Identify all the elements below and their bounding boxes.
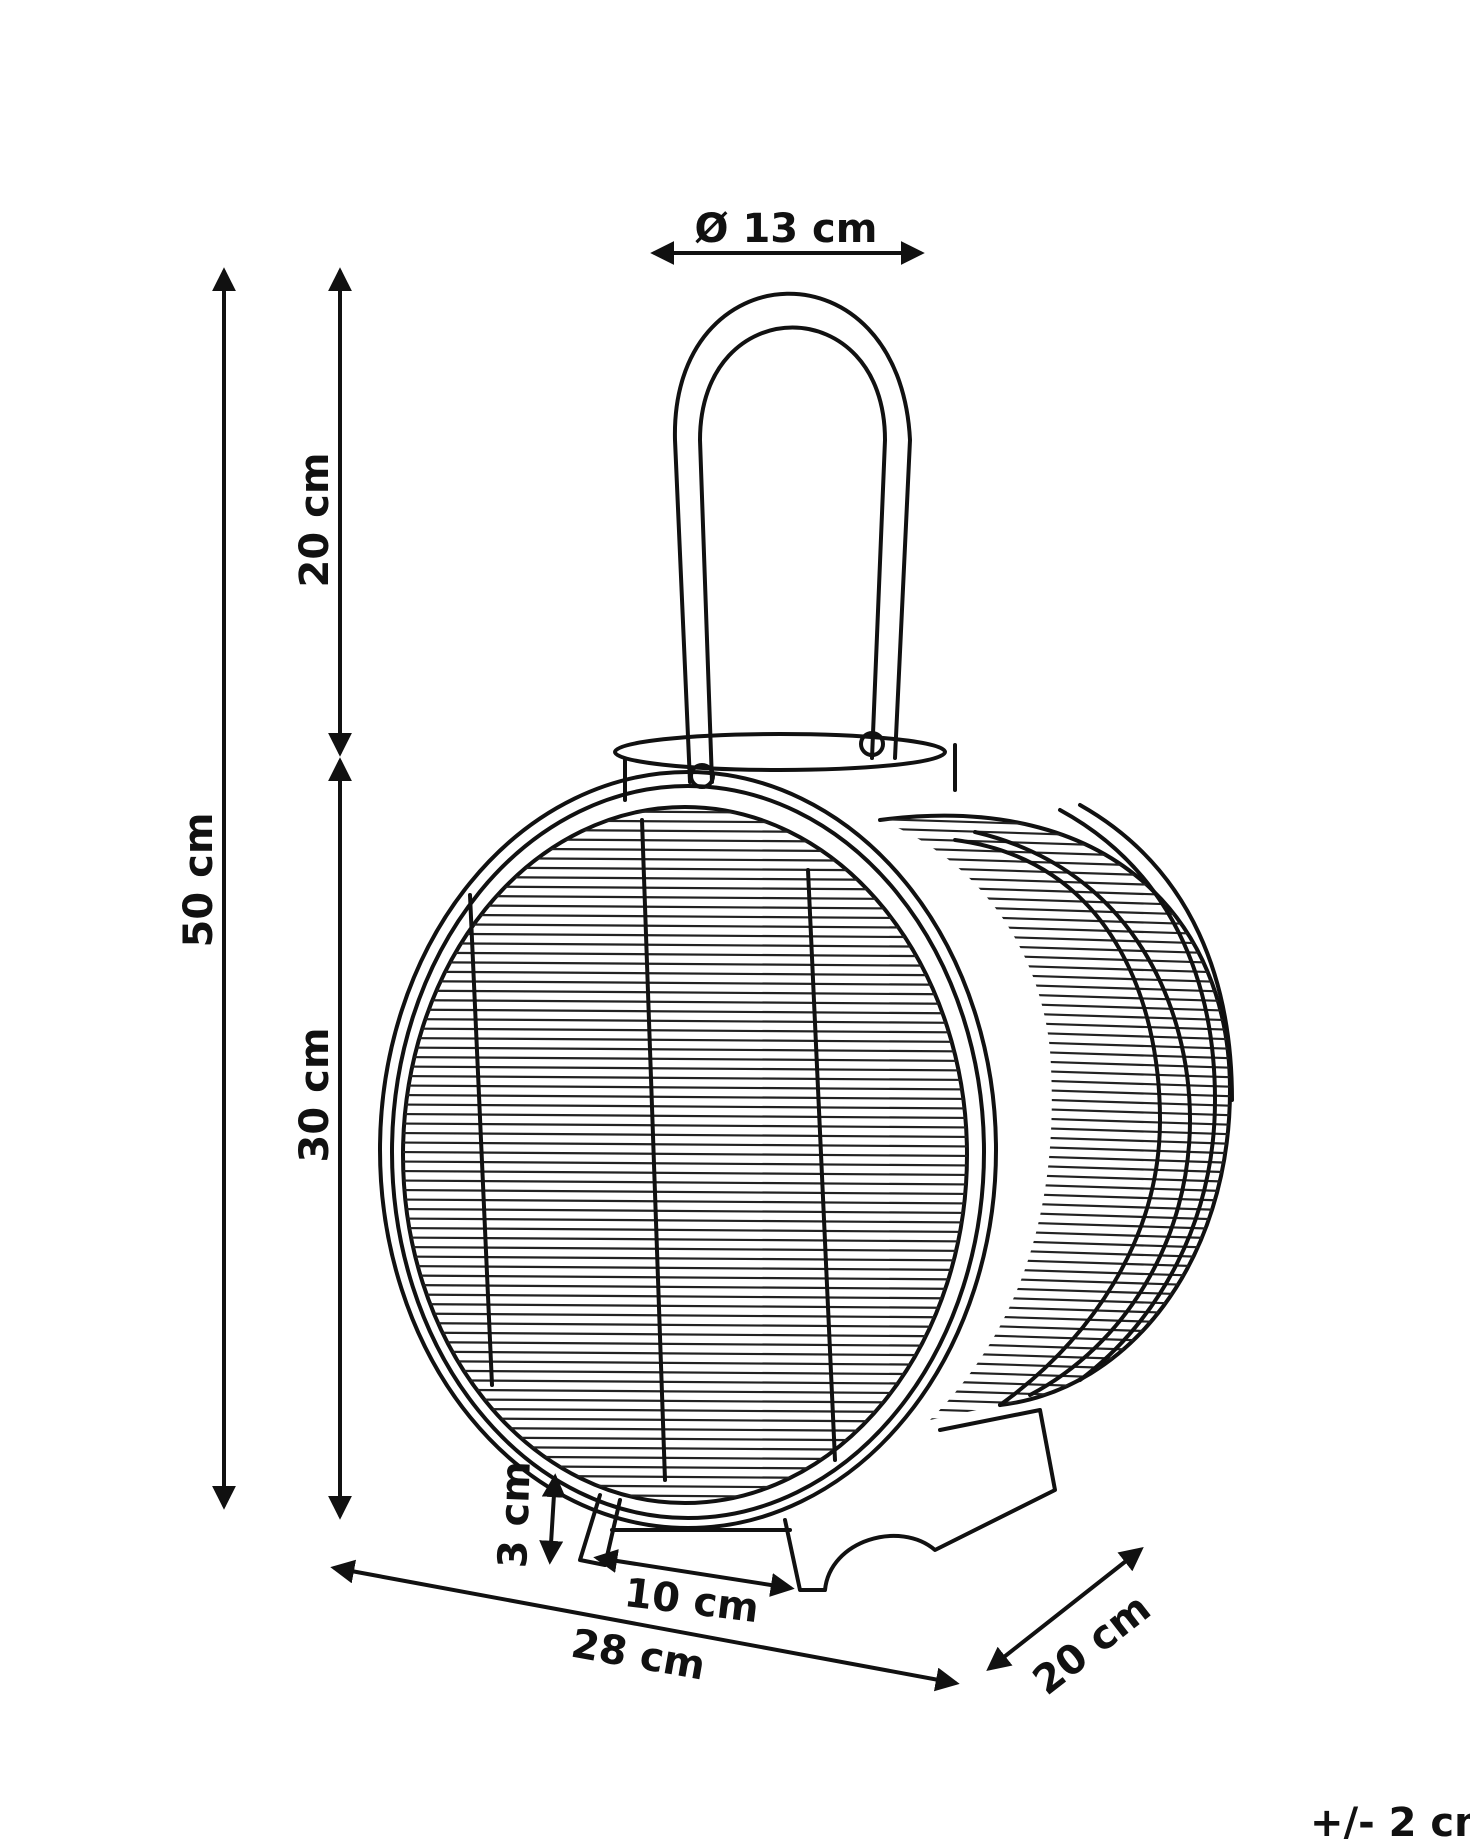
rattan-slat bbox=[403, 922, 967, 930]
rattan-slat bbox=[403, 1046, 967, 1053]
rattan-slat bbox=[403, 1350, 967, 1357]
rattan-slat bbox=[403, 1445, 967, 1452]
rattan-slat bbox=[403, 808, 967, 816]
rattan-slat bbox=[403, 903, 967, 911]
rattan-slat bbox=[403, 1207, 967, 1215]
rattan-slat bbox=[403, 894, 967, 901]
rattan-slat bbox=[403, 1036, 967, 1044]
rattan-slat bbox=[403, 1150, 967, 1158]
rattan-slat bbox=[403, 1008, 967, 1015]
rattan-slat bbox=[403, 1027, 967, 1034]
rattan-slat bbox=[403, 1065, 967, 1072]
lantern-illustration bbox=[378, 291, 1240, 1592]
rattan-slat bbox=[403, 1179, 967, 1186]
rattan-slat bbox=[403, 941, 967, 949]
label-handle-diameter: Ø 13 cm bbox=[695, 206, 878, 252]
rattan-slat bbox=[403, 1264, 967, 1272]
rattan-slat bbox=[403, 1293, 967, 1300]
rattan-slat bbox=[880, 1368, 1230, 1383]
rattan-slat bbox=[403, 1464, 967, 1471]
rattan-slat bbox=[403, 1141, 967, 1148]
lantern-front-face bbox=[378, 770, 998, 1530]
label-body-height: 30 cm bbox=[292, 1028, 338, 1163]
rattan-slat bbox=[403, 1122, 967, 1129]
rattan-slat bbox=[403, 970, 967, 977]
rattan-slat bbox=[403, 1302, 967, 1310]
rattan-slat bbox=[880, 1320, 1230, 1336]
rattan-slat bbox=[403, 1274, 967, 1281]
rattan-slat bbox=[403, 979, 967, 987]
label-total-height: 50 cm bbox=[176, 813, 222, 948]
rattan-slat bbox=[403, 1217, 967, 1224]
rattan-slat bbox=[403, 1388, 967, 1395]
rattan-slat bbox=[403, 960, 967, 968]
rattan-slat bbox=[403, 989, 967, 996]
rattan-slat bbox=[403, 1074, 967, 1082]
lantern-handle bbox=[672, 291, 912, 784]
rattan-slat bbox=[403, 1369, 967, 1376]
rattan-slat bbox=[403, 951, 967, 958]
rattan-slat bbox=[403, 1055, 967, 1063]
rattan-slat bbox=[403, 1378, 967, 1386]
label-depth: 20 cm bbox=[1025, 1585, 1160, 1704]
rattan-slat bbox=[403, 1093, 967, 1101]
label-tolerance: +/- 2 cm bbox=[1310, 1800, 1470, 1839]
rattan-slat bbox=[860, 800, 1240, 812]
rattan-slat bbox=[403, 1226, 967, 1234]
rattan-slat bbox=[403, 913, 967, 920]
dim-line-base-height bbox=[539, 1473, 566, 1565]
rattan-slat bbox=[880, 1415, 1230, 1420]
rattan-slat bbox=[880, 1330, 1230, 1345]
rattan-slat bbox=[860, 790, 1240, 802]
rattan-slat bbox=[403, 1160, 967, 1167]
rattan-slat bbox=[403, 1103, 967, 1110]
rattan-slat bbox=[403, 1397, 967, 1405]
lantern-side bbox=[860, 790, 1240, 1420]
rattan-slat bbox=[403, 1483, 967, 1490]
dimension-lines bbox=[212, 241, 1144, 1692]
label-base-height: 3 cm bbox=[490, 1460, 540, 1569]
rattan-slat bbox=[403, 1188, 967, 1196]
rattan-slat bbox=[403, 1017, 967, 1025]
label-handle-height: 20 cm bbox=[292, 453, 338, 588]
rattan-slat bbox=[880, 1406, 1230, 1420]
rattan-slat bbox=[403, 1169, 967, 1177]
rattan-slat bbox=[403, 1198, 967, 1205]
rattan-slat bbox=[880, 836, 1230, 851]
rattan-slat bbox=[880, 1292, 1230, 1307]
rattan-slat bbox=[403, 1321, 967, 1329]
rattan-slat bbox=[880, 845, 1230, 861]
rattan-slat bbox=[403, 1283, 967, 1291]
rattan-slat bbox=[403, 1359, 967, 1367]
rattan-slat bbox=[403, 1312, 967, 1319]
rattan-slat bbox=[403, 1331, 967, 1338]
dim-line-total-width bbox=[330, 1559, 960, 1692]
rattan-slat bbox=[403, 837, 967, 844]
rattan-slat bbox=[403, 932, 967, 939]
rattan-slat bbox=[403, 1236, 967, 1243]
rattan-slat bbox=[403, 1245, 967, 1253]
rattan-slat bbox=[403, 1492, 967, 1500]
label-total-width: 28 cm bbox=[568, 1621, 709, 1690]
rattan-slat bbox=[403, 1473, 967, 1481]
rattan-slat bbox=[403, 1084, 967, 1091]
rattan-slat bbox=[880, 1311, 1230, 1326]
rattan-slat bbox=[403, 827, 967, 835]
rattan-slat bbox=[880, 1282, 1230, 1298]
rattan-slat bbox=[880, 1301, 1230, 1317]
rattan-slat bbox=[403, 846, 967, 854]
rattan-slat bbox=[403, 1112, 967, 1120]
rattan-slat bbox=[403, 1340, 967, 1348]
rattan-slat bbox=[403, 998, 967, 1006]
rattan-slat bbox=[403, 1131, 967, 1139]
dim-line-depth bbox=[986, 1547, 1144, 1671]
rattan-slat bbox=[403, 1255, 967, 1262]
rattan-slat bbox=[880, 874, 1230, 889]
rattan-slat bbox=[403, 1454, 967, 1462]
